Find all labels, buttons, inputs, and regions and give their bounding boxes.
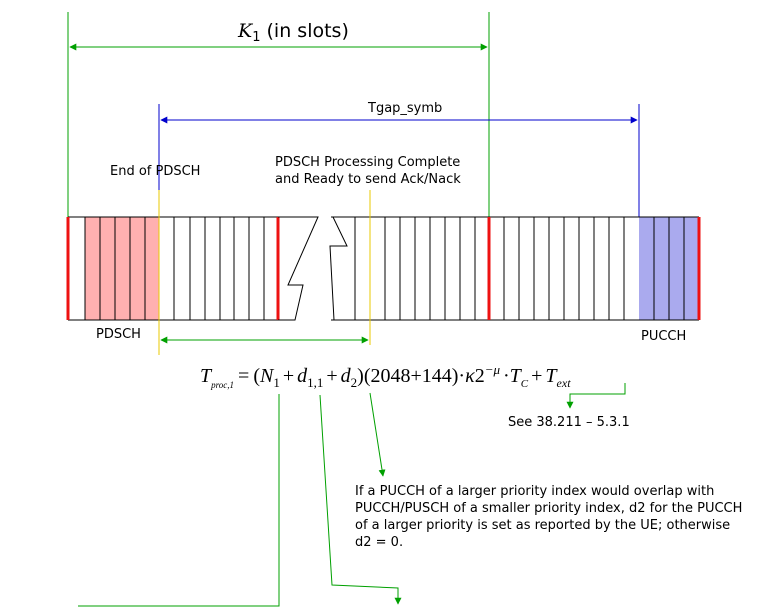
processing-label-line1: PDSCH Processing Complete	[275, 155, 460, 170]
tgap-span: Tgap_symb	[158, 101, 640, 217]
ref-arrow	[566, 383, 626, 409]
k1-span: K1 (in slots)	[67, 12, 490, 217]
slot-dividers-right	[354, 217, 685, 320]
n1-leader-line	[78, 394, 280, 607]
k1-label: K1 (in slots)	[237, 20, 349, 45]
break-symbol	[278, 216, 348, 321]
slot-bar-right	[331, 216, 701, 321]
d2-note-line3: of a larger priority is set as reported …	[355, 518, 730, 533]
pdsch-region	[85, 217, 159, 320]
processing-label-line2: and Ready to send Ack/Nack	[275, 172, 461, 187]
d2-arrow	[369, 392, 386, 477]
slot-dividers-left	[84, 217, 265, 320]
d2-note-line2: PUCCH/PUSCH of a smaller priority index,…	[355, 501, 742, 516]
see-reference: See 38.211 – 5.3.1	[508, 415, 630, 430]
d11-leader-arrow	[319, 394, 402, 605]
end-of-pdsch-label: End of PDSCH	[110, 164, 200, 179]
d2-note-line4: d2 = 0.	[355, 535, 403, 550]
pucch-label: PUCCH	[641, 329, 686, 344]
tgap-label: Tgap_symb	[367, 101, 442, 116]
d2-note-line1: If a PUCCH of a larger priority index wo…	[355, 484, 714, 499]
tproc-equation: Tproc,1=(N1+d1,1+d2)(2048+144)·κ2−μ·TC+T…	[200, 362, 571, 390]
slot-bar-left	[66, 216, 280, 321]
pdsch-label: PDSCH	[96, 327, 141, 342]
